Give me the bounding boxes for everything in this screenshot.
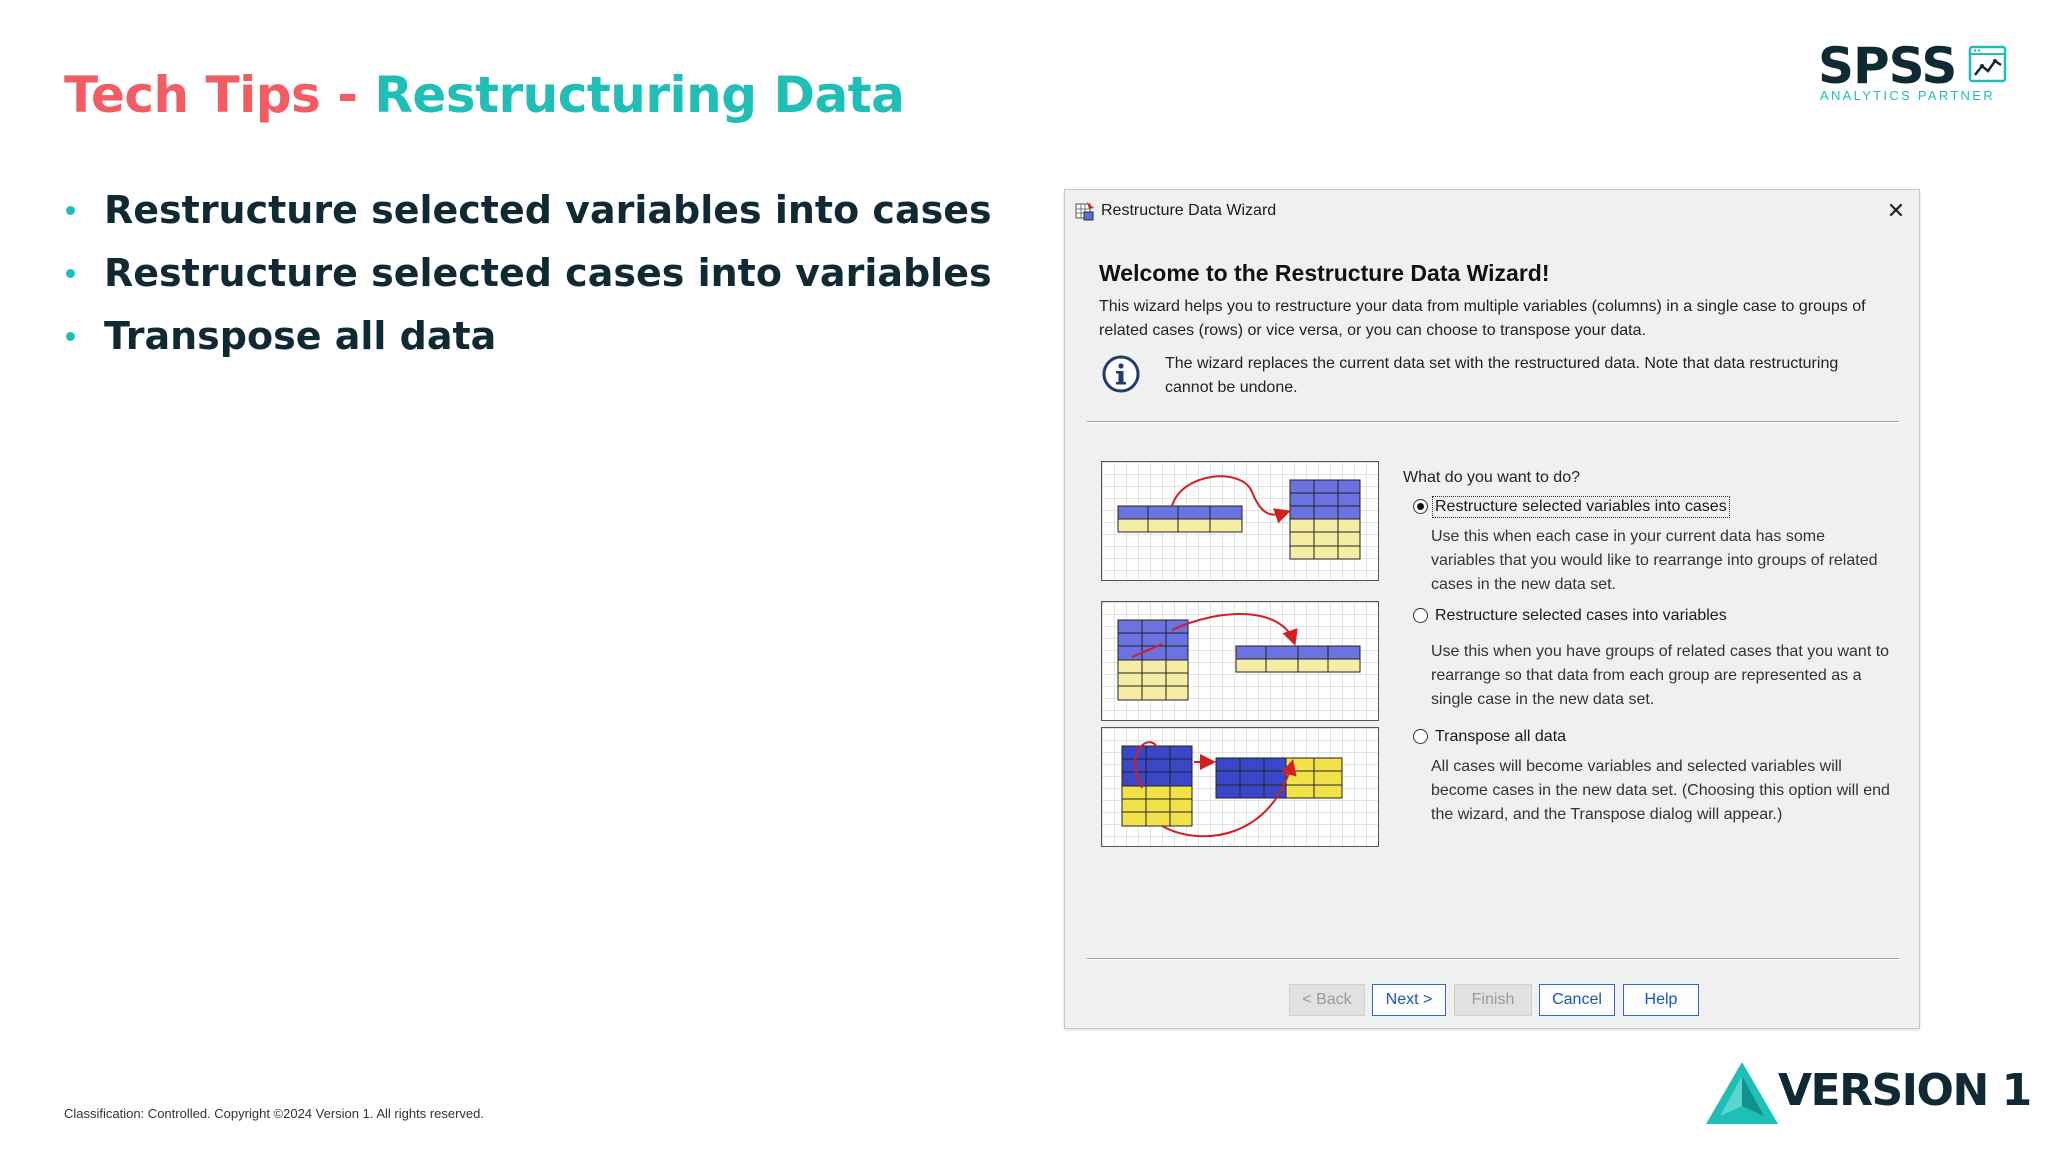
option-description: All cases will become variables and sele… — [1431, 758, 1890, 823]
spss-logo-word: SPSS — [1818, 37, 1957, 95]
info-icon — [1102, 355, 1140, 393]
radio-variables-to-cases[interactable] — [1413, 499, 1428, 514]
welcome-heading: Welcome to the Restructure Data Wizard! — [1099, 260, 1550, 286]
back-button[interactable]: < Back — [1289, 984, 1365, 1016]
radio-cases-to-variables[interactable] — [1413, 608, 1428, 623]
bullet-item: Restructure selected cases into variable… — [64, 245, 992, 308]
title-part-topic: Restructuring Data — [374, 66, 905, 124]
intro-text: This wizard helps you to restructure you… — [1099, 298, 1866, 339]
cancel-button[interactable]: Cancel — [1539, 984, 1615, 1016]
option-label[interactable]: Transpose all data — [1435, 728, 1567, 745]
illustration-transpose — [1101, 727, 1379, 847]
question-label: What do you want to do? — [1403, 469, 1580, 486]
warning-text: The wizard replaces the current data set… — [1165, 355, 1839, 396]
wizard-icon — [1075, 202, 1094, 221]
bullet-list: Restructure selected variables into case… — [64, 182, 992, 371]
version-1-wordmark: VERSION 1 — [1778, 1065, 2032, 1116]
finish-button[interactable]: Finish — [1454, 984, 1532, 1016]
bullet-item: Transpose all data — [64, 308, 992, 371]
triangle-logo-icon — [1706, 1062, 1778, 1124]
dialog-title: Restructure Data Wizard — [1101, 202, 1277, 219]
radio-transpose-all[interactable] — [1413, 729, 1428, 744]
copyright-footer: Classification: Controlled. Copyright ©2… — [64, 1106, 485, 1121]
version-1-logo: VERSION 1 — [1706, 1062, 2032, 1124]
option-label[interactable]: Restructure selected cases into variable… — [1435, 607, 1727, 624]
dialog-titlebar[interactable]: Restructure Data Wizard ✕ — [1065, 190, 1919, 232]
spss-logo-subtitle: ANALYTICS PARTNER — [1820, 88, 1995, 103]
bullet-text: Restructure selected cases into variable… — [104, 251, 992, 295]
close-icon[interactable]: ✕ — [1886, 198, 1906, 223]
spss-analytics-partner-logo: SPSS ANALYTICS PARTNER — [1818, 38, 2008, 104]
restructure-data-wizard-dialog: Restructure Data Wizard ✕ Welcome to the… — [1064, 189, 1920, 1029]
bullet-text: Transpose all data — [104, 314, 497, 358]
illustration-cases-to-variables — [1101, 601, 1379, 721]
title-part-tech-tips: Tech Tips — [64, 66, 321, 124]
separator-top — [1087, 421, 1899, 423]
separator-bottom — [1087, 958, 1899, 960]
next-button[interactable]: Next > — [1372, 984, 1446, 1016]
bullet-dot — [66, 269, 75, 278]
slide-title: Tech Tips - Restructuring Data — [64, 66, 905, 124]
grid-illustration — [1102, 462, 1378, 580]
bullet-item: Restructure selected variables into case… — [64, 182, 992, 245]
bullet-dot — [66, 332, 75, 341]
option-description: Use this when you have groups of related… — [1431, 643, 1890, 708]
option-label[interactable]: Restructure selected variables into case… — [1432, 496, 1730, 518]
grid-illustration — [1102, 602, 1378, 720]
help-button[interactable]: Help — [1623, 984, 1699, 1016]
option-description: Use this when each case in your current … — [1431, 528, 1878, 593]
title-separator: - — [320, 66, 375, 124]
grid-illustration — [1102, 728, 1378, 846]
line-chart-icon — [1968, 45, 2007, 83]
illustration-variables-to-cases — [1101, 461, 1379, 581]
bullet-text: Restructure selected variables into case… — [104, 188, 992, 232]
bullet-dot — [66, 206, 75, 215]
